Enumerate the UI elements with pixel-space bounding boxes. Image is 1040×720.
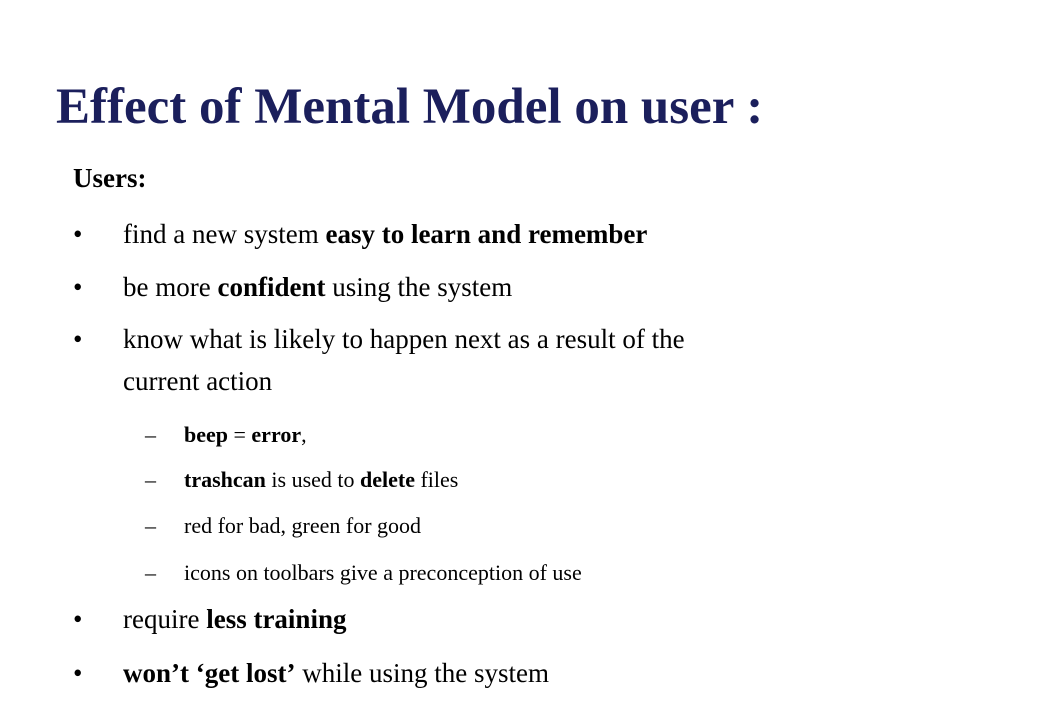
bullet-text: require less training — [123, 604, 346, 635]
sub-text-bold: trashcan — [184, 467, 266, 492]
bullet-marker: • — [73, 604, 83, 634]
dash-marker: – — [145, 467, 156, 492]
bullet-marker: • — [73, 324, 83, 354]
bullet-text: know what is likely to happen next as a … — [123, 324, 685, 354]
lead-label: Users: — [73, 163, 147, 193]
sub-text-plain: is used to — [265, 467, 361, 492]
sub-text-bold: beep — [184, 422, 228, 447]
bullet-text: won’t ‘get lost’ while using the system — [123, 658, 549, 689]
dash-marker: – — [145, 422, 156, 447]
bullet-marker: • — [73, 272, 83, 302]
bullet-text: be more confident using the system — [123, 272, 512, 303]
dash-marker: – — [145, 513, 156, 538]
bullet-text-plain: find a new system — [123, 219, 326, 249]
bullet-text-continuation: current action — [123, 366, 273, 396]
dash-marker: – — [145, 560, 156, 585]
sub-item-text: icons on toolbars give a preconception o… — [184, 560, 582, 585]
bullet-marker: • — [73, 219, 83, 249]
bullet-text-bold: less training — [206, 604, 347, 634]
sub-text-bold: delete — [360, 467, 415, 492]
bullet-text-plain: using the system — [325, 272, 513, 302]
sub-text-plain: = — [228, 422, 252, 447]
bullet-marker: • — [73, 658, 83, 688]
bullet-text-bold: won’t ‘get lost’ — [123, 658, 296, 688]
sub-item-text: trashcan is used to delete files — [184, 467, 458, 493]
bullet-text-plain: while using the system — [295, 658, 549, 688]
sub-text-plain: files — [414, 467, 459, 492]
sub-item-text: beep = error, — [184, 422, 307, 448]
bullet-text-bold: confident — [217, 272, 326, 302]
bullet-text-bold: easy to learn and remember — [325, 219, 648, 249]
bullet-text-plain: require — [123, 604, 207, 634]
sub-item-text: red for bad, green for good — [184, 513, 422, 538]
bullet-text-plain: be more — [123, 272, 218, 302]
sub-text-plain: , — [301, 422, 307, 447]
sub-text-bold: error — [251, 422, 302, 447]
slide-title: Effect of Mental Model on user : — [56, 79, 764, 135]
bullet-text: find a new system easy to learn and reme… — [123, 219, 647, 250]
